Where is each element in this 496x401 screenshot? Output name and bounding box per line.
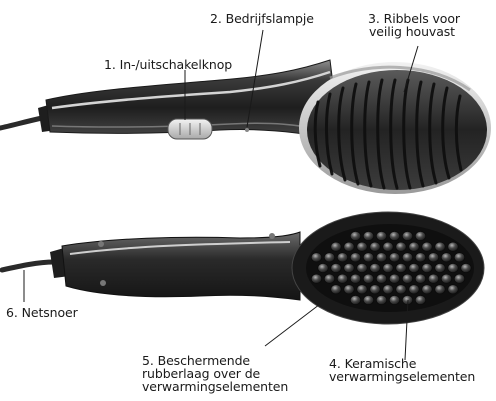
bristle-nub: [454, 253, 464, 262]
bristle-nub: [389, 231, 399, 240]
label-protective-layer-line3: verwarmingselementen: [142, 380, 288, 393]
bristle-nub: [324, 274, 334, 283]
bristle-nub: [402, 253, 412, 262]
brush-top-view: [0, 60, 491, 194]
bristle-nub: [415, 274, 425, 283]
bristle-nub: [441, 253, 451, 262]
label-protective-layer: 5. Beschermende rubberlaag over de verwa…: [142, 354, 288, 393]
leader-protective-layer: [265, 298, 328, 346]
brush-head-top: [307, 70, 487, 190]
bristle-nub: [376, 231, 386, 240]
bristle-nub: [396, 285, 406, 294]
label-ceramic-elements: 4. Keramische verwarmingselementen: [329, 357, 475, 383]
bristle-nub: [415, 231, 425, 240]
bristle-nub: [435, 242, 445, 251]
bristle-nub: [383, 263, 393, 272]
label-power-cord-number: 6.: [6, 305, 18, 320]
bristle-nub: [311, 253, 321, 262]
bristle-nub: [454, 274, 464, 283]
bristle-nub: [428, 274, 438, 283]
bristle-nub: [461, 263, 471, 272]
label-power-cord: 6. Netsnoer: [6, 306, 78, 319]
bristle-nub: [415, 295, 425, 304]
bristle-nub: [363, 253, 373, 262]
label-indicator-light-number: 2.: [210, 11, 222, 26]
bristle-nub: [389, 274, 399, 283]
bristle-nub: [344, 285, 354, 294]
label-grip-ribs-line2: veilig houvast: [368, 25, 460, 38]
bristle-nub: [350, 274, 360, 283]
power-cord-bottom: [2, 262, 54, 270]
bristle-nub: [389, 253, 399, 262]
bristle-nub: [357, 285, 367, 294]
label-power-button-text: In-/uitschakelknop: [120, 57, 233, 72]
bristle-nub: [383, 242, 393, 251]
bristle-nub: [337, 274, 347, 283]
bristle-nub: [331, 242, 341, 251]
bristle-nub: [318, 263, 328, 272]
indicator-light: [245, 128, 249, 132]
bristle-nub: [415, 253, 425, 262]
bristle-nub: [448, 263, 458, 272]
bristle-nub: [311, 274, 321, 283]
bristle-nub: [350, 253, 360, 262]
bristle-nub: [331, 263, 341, 272]
label-ceramic-elements-line2: verwarmingselementen: [329, 370, 475, 383]
label-indicator-light: 2. Bedrijfslampje: [210, 12, 314, 25]
bristle-nub: [428, 253, 438, 262]
bristle-nub: [370, 285, 380, 294]
bristle-nub: [448, 242, 458, 251]
bristle-nub: [350, 231, 360, 240]
bristle-nub: [389, 295, 399, 304]
label-power-button-number: 1.: [104, 57, 116, 72]
bristle-nub: [350, 295, 360, 304]
bristle-nub: [435, 285, 445, 294]
bristle-nub: [363, 231, 373, 240]
label-indicator-light-text: Bedrijfslampje: [226, 11, 314, 26]
power-cord-top: [0, 118, 42, 128]
bristle-nub: [363, 295, 373, 304]
bristle-nub: [402, 274, 412, 283]
bristle-nub: [448, 285, 458, 294]
bristle-nub: [402, 231, 412, 240]
bristle-nub: [422, 285, 432, 294]
label-power-button: 1. In-/uitschakelknop: [104, 58, 232, 71]
bristle-nub: [441, 274, 451, 283]
bristle-nub: [344, 242, 354, 251]
bristle-nub: [357, 242, 367, 251]
bristle-nub: [396, 242, 406, 251]
bristle-nub: [370, 242, 380, 251]
bristle-nub: [409, 263, 419, 272]
bristle-nub: [383, 285, 393, 294]
bristle-nub: [409, 285, 419, 294]
bristle-nub: [409, 242, 419, 251]
bristle-nub: [376, 253, 386, 262]
label-grip-ribs: 3. Ribbels voor veilig houvast: [368, 12, 460, 38]
bristle-nub: [324, 253, 334, 262]
bristle-nub: [331, 285, 341, 294]
bristle-nub: [344, 263, 354, 272]
bristle-nub: [435, 263, 445, 272]
bristle-nub: [422, 242, 432, 251]
bristle-nub: [337, 253, 347, 262]
bristle-nub: [376, 295, 386, 304]
bristle-nub: [357, 263, 367, 272]
bristle-nub: [363, 274, 373, 283]
bristle-nub: [376, 274, 386, 283]
bristle-nub: [396, 263, 406, 272]
label-power-cord-text: Netsnoer: [22, 305, 78, 320]
bristle-nub: [422, 263, 432, 272]
bristle-nub: [370, 263, 380, 272]
